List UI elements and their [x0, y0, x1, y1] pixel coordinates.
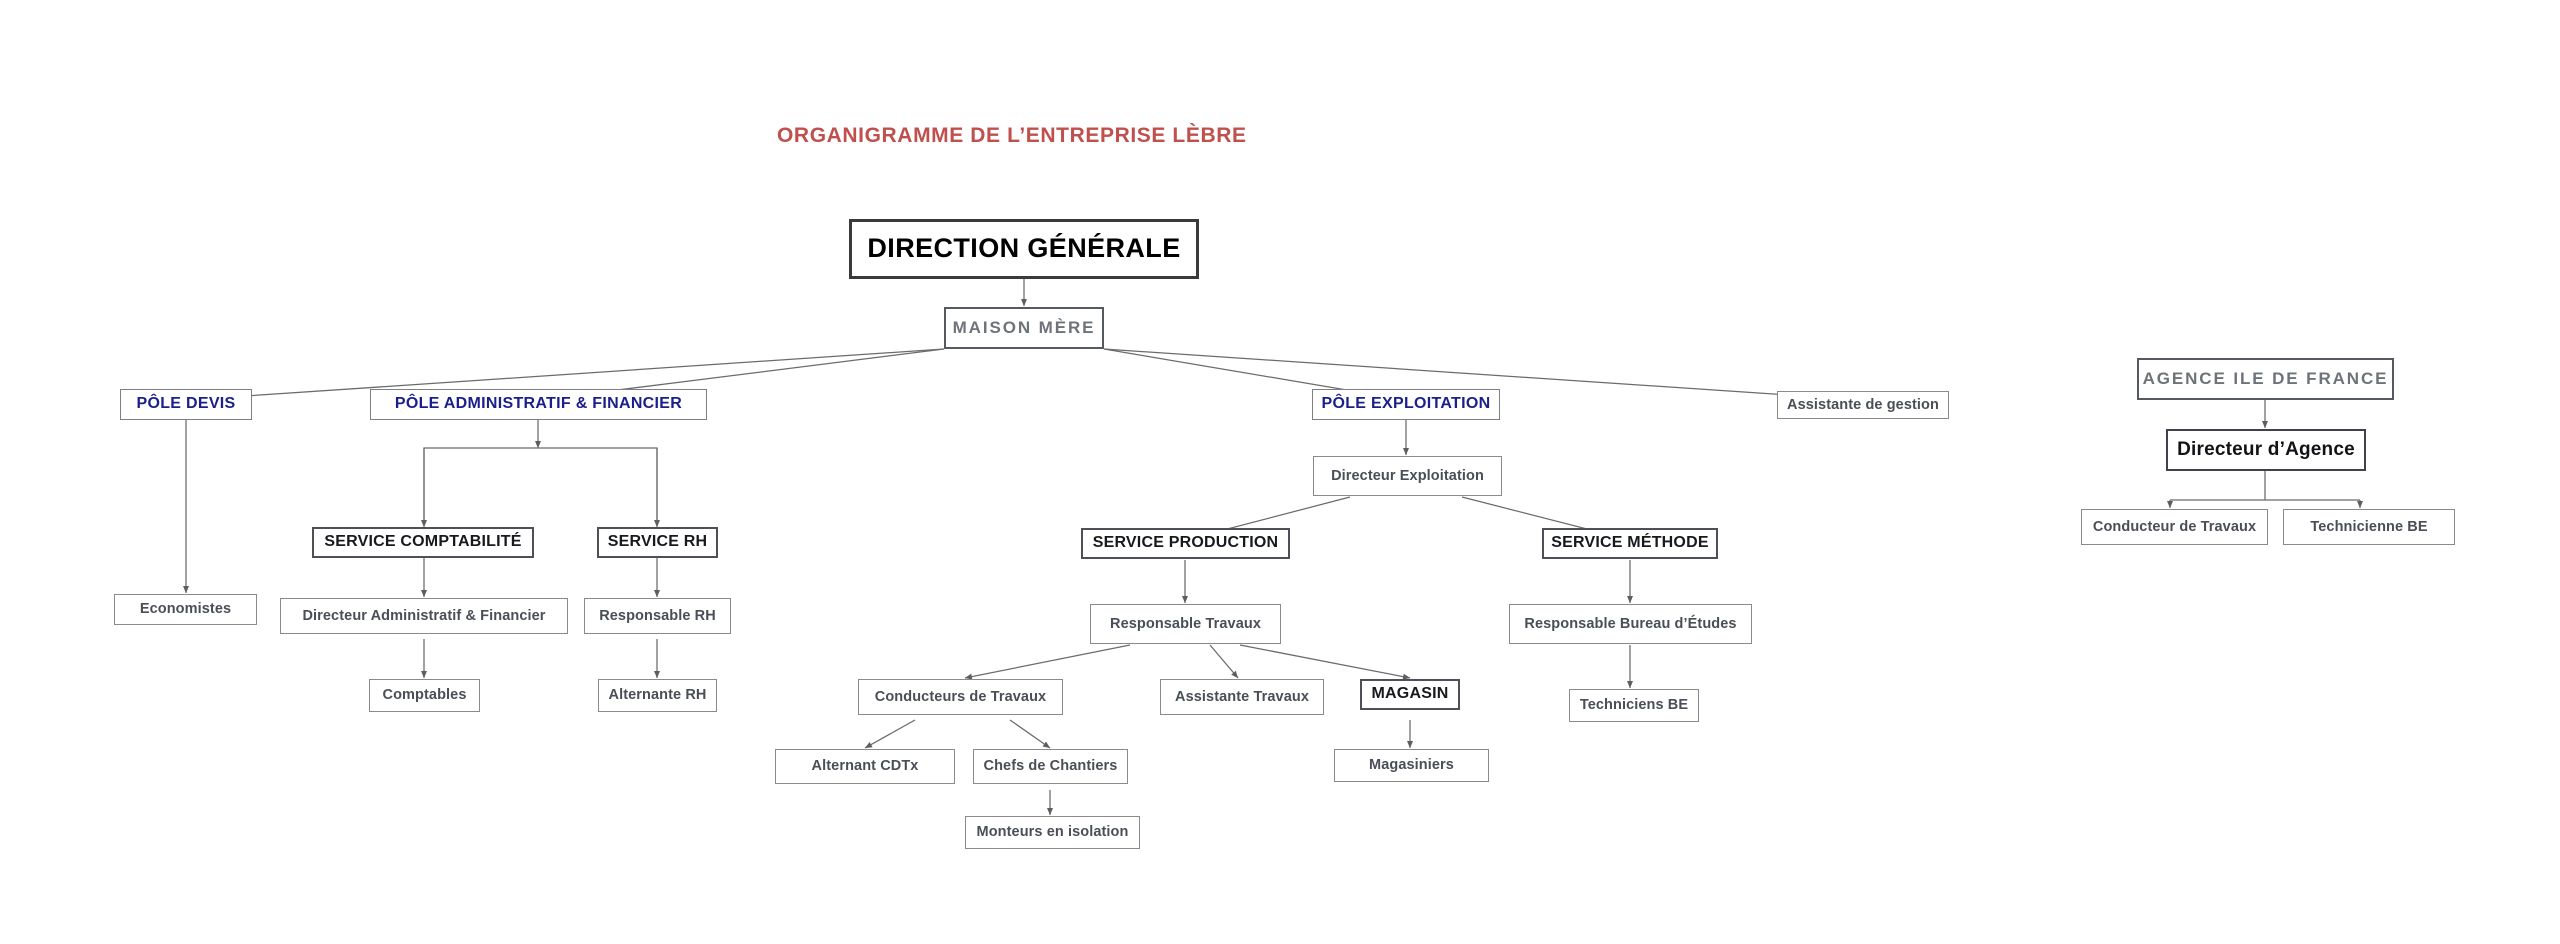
node-service-production[interactable]: SERVICE PRODUCTION — [1081, 528, 1290, 559]
node-magasin[interactable]: MAGASIN — [1360, 679, 1460, 710]
node-conducteur-de-travaux-idf[interactable]: Conducteur de Travaux — [2081, 509, 2268, 545]
node-service-comptabilite[interactable]: SERVICE COMPTABILITÉ — [312, 527, 534, 558]
node-magasiniers[interactable]: Magasiniers — [1334, 749, 1489, 782]
node-directeur-agence[interactable]: Directeur d’Agence — [2166, 429, 2366, 471]
node-direction-generale[interactable]: DIRECTION GÉNÉRALE — [849, 219, 1199, 279]
node-service-methode[interactable]: SERVICE MÉTHODE — [1542, 528, 1718, 559]
node-alternante-rh[interactable]: Alternante RH — [598, 679, 717, 712]
node-alternant-cdtx[interactable]: Alternant CDTx — [775, 749, 955, 784]
node-pole-exploitation[interactable]: PÔLE EXPLOITATION — [1312, 389, 1500, 420]
node-responsable-rh[interactable]: Responsable RH — [584, 598, 731, 634]
node-technicienne-be-idf[interactable]: Technicienne BE — [2283, 509, 2455, 545]
node-economistes[interactable]: Economistes — [114, 594, 257, 625]
node-directeur-administratif-financier[interactable]: Directeur Administratif & Financier — [280, 598, 568, 634]
node-monteurs-en-isolation[interactable]: Monteurs en isolation — [965, 816, 1140, 849]
node-techniciens-be[interactable]: Techniciens BE — [1569, 689, 1699, 722]
node-pole-administratif-financier[interactable]: PÔLE ADMINISTRATIF & FINANCIER — [370, 389, 707, 420]
node-agence-ile-de-france[interactable]: AGENCE ILE DE FRANCE — [2137, 358, 2394, 400]
node-responsable-bureau-etudes[interactable]: Responsable Bureau d’Études — [1509, 604, 1752, 644]
node-responsable-travaux[interactable]: Responsable Travaux — [1090, 604, 1281, 644]
node-comptables[interactable]: Comptables — [369, 679, 480, 712]
node-directeur-exploitation[interactable]: Directeur Exploitation — [1313, 456, 1502, 496]
node-pole-devis[interactable]: PÔLE DEVIS — [120, 389, 252, 420]
node-maison-mere[interactable]: MAISON MÈRE — [944, 307, 1104, 349]
node-assistante-de-gestion[interactable]: Assistante de gestion — [1777, 391, 1949, 419]
page-title: ORGANIGRAMME DE L’ENTREPRISE LÈBRE — [777, 124, 1247, 147]
node-service-rh[interactable]: SERVICE RH — [597, 527, 718, 558]
node-chefs-de-chantiers[interactable]: Chefs de Chantiers — [973, 749, 1128, 784]
node-assistante-travaux[interactable]: Assistante Travaux — [1160, 679, 1324, 715]
node-conducteurs-de-travaux[interactable]: Conducteurs de Travaux — [858, 679, 1063, 715]
